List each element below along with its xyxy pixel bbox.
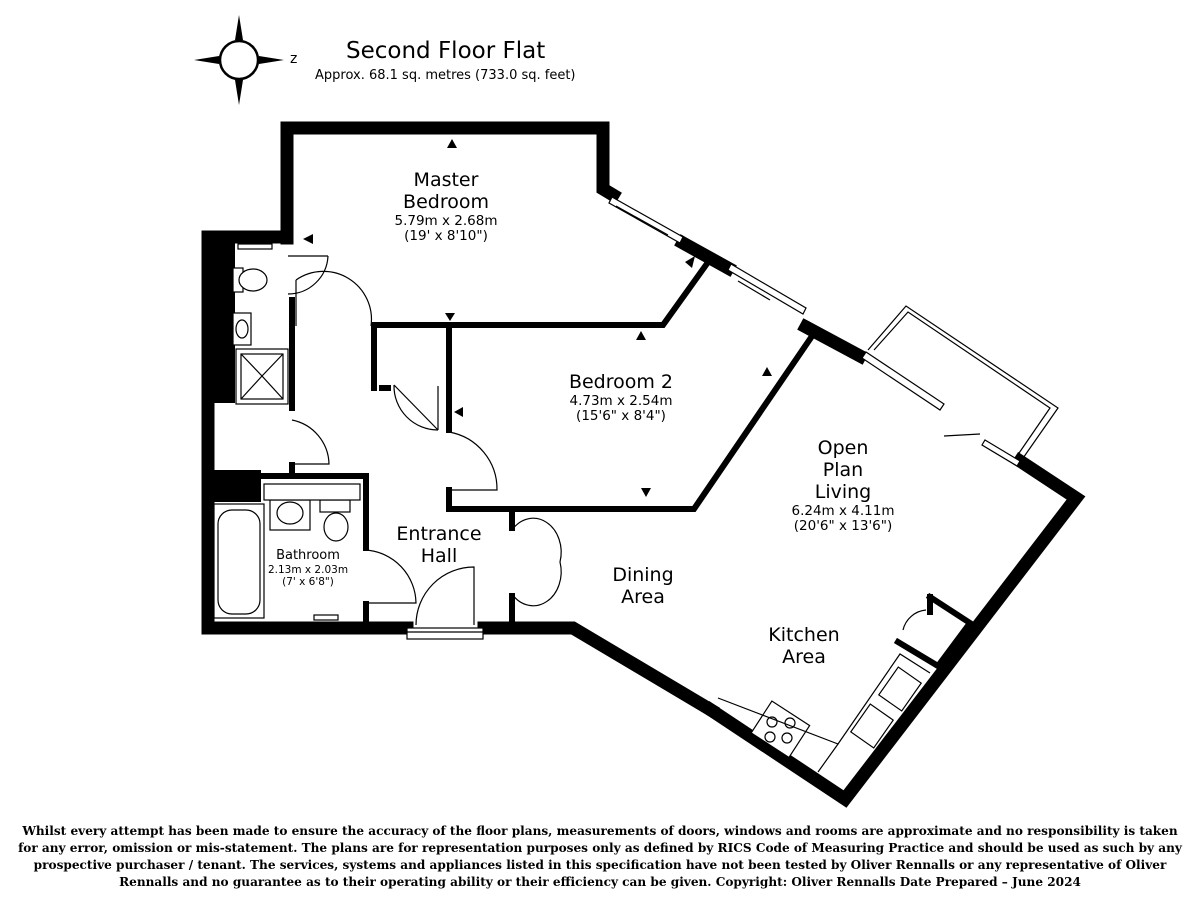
- sink-icon: [849, 703, 895, 749]
- hob-icon: [750, 700, 811, 759]
- room-dining-area: Dining Area: [593, 564, 693, 609]
- room-dimensions-imperial: (20'6" x 13'6"): [793, 518, 893, 535]
- room-master-bedroom: Master Bedroom 5.79m x 2.68m (19' x 8'10…: [376, 169, 516, 245]
- page-title: Second Floor Flat: [346, 38, 546, 64]
- compass-label: z: [290, 51, 298, 67]
- balcony: [867, 305, 1059, 462]
- room-name: Living: [814, 480, 872, 503]
- room-name: Bathroom: [276, 548, 340, 563]
- room-name: Master: [413, 169, 479, 191]
- room-dimensions-metric: 4.73m x 2.54m: [569, 392, 673, 409]
- room-entrance-hall: Entrance Hall: [384, 523, 494, 568]
- room-name: Bedroom 2: [568, 371, 674, 393]
- disclaimer-line: prospective purchaser / tenant. The serv…: [33, 858, 1167, 872]
- interior-walls: [259, 260, 975, 670]
- arrow-markers: [303, 139, 772, 497]
- room-open-plan-living: Open Plan Living 6.24m x 4.11m (20'6" x …: [773, 437, 913, 535]
- room-name: Area: [621, 585, 665, 608]
- room-name: Hall: [420, 544, 458, 567]
- walls: [201, 121, 1086, 808]
- room-name: Entrance: [396, 523, 482, 545]
- disclaimer-line: Rennalls and no guarantee as to their op…: [119, 875, 1081, 889]
- room-dimensions-imperial: (15'6" x 8'4"): [576, 408, 666, 425]
- room-name: Bedroom: [403, 190, 489, 213]
- room-dimensions-imperial: (19' x 8'10"): [404, 228, 488, 245]
- room-dimensions-metric: 2.13m x 2.03m: [267, 563, 349, 576]
- fixtures: [213, 267, 931, 773]
- room-name: Open: [817, 437, 869, 459]
- room-name: Plan: [822, 458, 864, 481]
- compass-icon: [194, 15, 284, 105]
- room-dimensions-metric: 6.24m x 4.11m: [791, 502, 895, 519]
- windows: [237, 196, 1021, 640]
- room-bedroom-2: Bedroom 2 4.73m x 2.54m (15'6" x 8'4"): [551, 371, 691, 425]
- room-kitchen-area: Kitchen Area: [749, 624, 859, 669]
- doors: [287, 255, 927, 631]
- disclaimer-line: Whilst every attempt has been made to en…: [22, 824, 1178, 838]
- disclaimer-line: for any error, omission or mis-statement…: [18, 841, 1182, 855]
- toilet-icon: [319, 499, 351, 513]
- room-dimensions-metric: 5.79m x 2.68m: [394, 212, 498, 229]
- room-name: Dining: [612, 564, 674, 586]
- page-subtitle: Approx. 68.1 sq. metres (733.0 sq. feet): [315, 68, 576, 83]
- room-name: Kitchen: [768, 624, 840, 646]
- disclaimer: Whilst every attempt has been made to en…: [10, 823, 1190, 891]
- room-bathroom: Bathroom 2.13m x 2.03m (7' x 6'8"): [262, 548, 354, 588]
- room-dimensions-imperial: (7' x 6'8"): [282, 576, 334, 588]
- room-name: Area: [782, 645, 826, 668]
